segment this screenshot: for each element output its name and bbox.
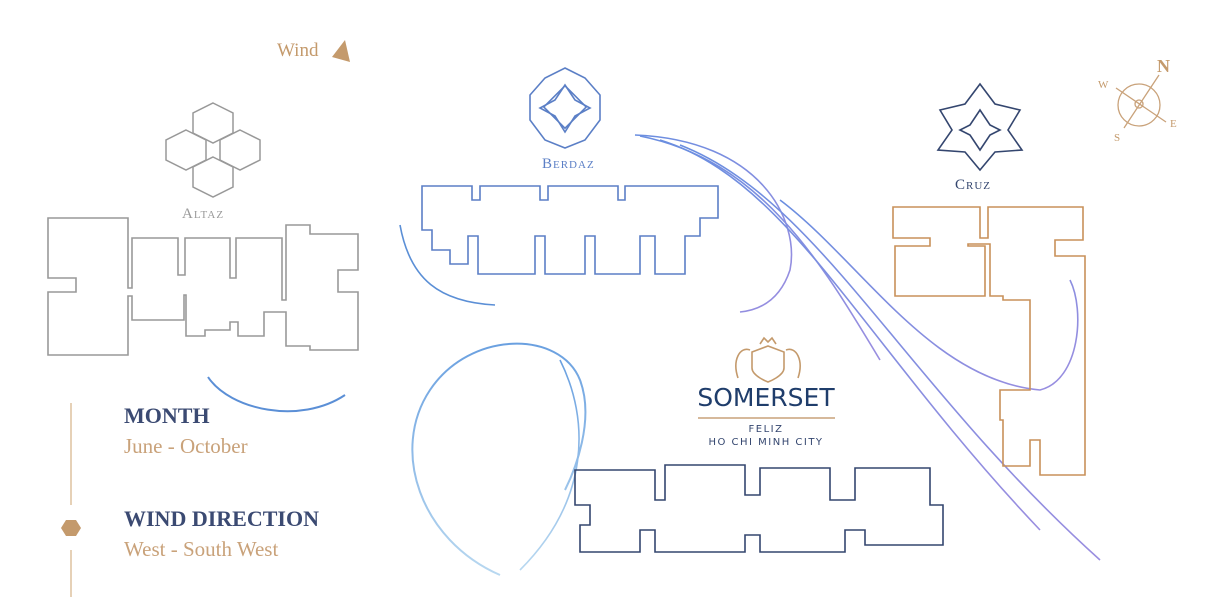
compass-w: W <box>1098 79 1110 91</box>
cruz-building <box>892 206 1086 476</box>
wind-curve <box>634 134 793 313</box>
wind-curve <box>207 376 346 413</box>
altaz-emblem-icon <box>165 102 261 198</box>
wind-curve <box>779 199 1079 391</box>
month-value: June - October <box>124 434 248 458</box>
altaz-label: Altaz <box>182 206 225 222</box>
wind-curve <box>399 224 496 306</box>
wind-direction-title: WIND DIRECTION <box>124 506 319 531</box>
somerset-crest-icon <box>735 336 801 383</box>
month-title: MONTH <box>124 403 210 428</box>
brand-name: SOMERSET <box>697 383 835 412</box>
cruz-label: Cruz <box>955 177 992 193</box>
cruz-emblem-icon <box>936 82 1024 172</box>
legend-hexagon-icon <box>61 520 81 536</box>
compass-s: S <box>1114 132 1122 144</box>
wind-direction-value: West - South West <box>124 537 279 561</box>
wind-label: Wind <box>277 40 319 61</box>
wind-curve <box>519 359 580 571</box>
compass-icon <box>1115 74 1167 129</box>
brand-sub2: HO CHI MINH CITY <box>708 437 824 448</box>
wind-arrow-icon <box>332 40 350 62</box>
compass-n: N <box>1157 56 1171 76</box>
wind-curve <box>411 342 587 576</box>
wind-curve <box>679 144 1101 561</box>
compass-e: E <box>1170 118 1178 130</box>
altaz-building <box>47 217 359 356</box>
berdaz-building <box>421 185 719 275</box>
berdaz-label: Berdaz <box>542 156 595 172</box>
brand-sub1: FELIZ <box>748 424 784 435</box>
berdaz-emblem-icon <box>529 67 601 149</box>
wind-curve <box>639 135 881 361</box>
somerset-building <box>574 464 944 553</box>
wind-streams <box>207 134 1101 576</box>
wind-curve <box>659 139 1041 531</box>
